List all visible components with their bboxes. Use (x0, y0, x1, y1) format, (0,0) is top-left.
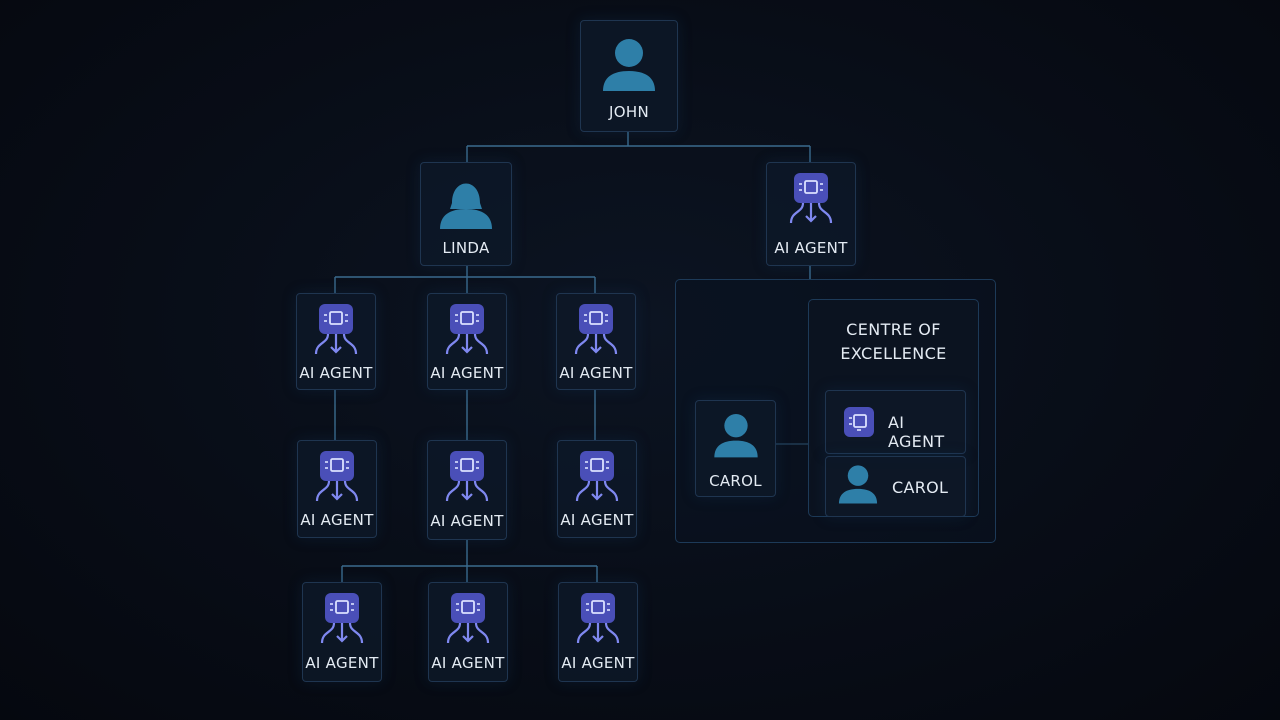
coe-item-carol[interactable]: CAROL (825, 456, 966, 517)
node-linda-label: LINDA (442, 239, 490, 257)
coe-item-ai-agent[interactable]: AI AGENT (825, 390, 966, 454)
ai-agent-icon (445, 304, 489, 355)
coe-title-line2: EXCELLENCE (840, 344, 947, 363)
agent-label: AI AGENT (305, 654, 379, 672)
node-john[interactable]: JOHN (580, 20, 678, 132)
agent-row3-left[interactable]: AI AGENT (302, 582, 382, 682)
ai-agent-icon (576, 593, 620, 644)
agent-row2-mid[interactable]: AI AGENT (427, 440, 507, 540)
agent-label: AI AGENT (431, 654, 505, 672)
node-carol[interactable]: CAROL (695, 400, 776, 497)
woman-icon (440, 183, 492, 229)
agent-row3-right[interactable]: AI AGENT (558, 582, 638, 682)
agent-row2-right[interactable]: AI AGENT (557, 440, 637, 538)
agent-label: AI AGENT (559, 364, 633, 382)
agent-label: AI AGENT (430, 512, 504, 530)
node-linda[interactable]: LINDA (420, 162, 512, 266)
agent-row1-left[interactable]: AI AGENT (296, 293, 376, 390)
agent-label: AI AGENT (300, 511, 374, 529)
ai-agent-icon (844, 407, 874, 437)
coe-item-ai-agent-label: AI AGENT (888, 413, 945, 451)
agent-label: AI AGENT (299, 364, 373, 382)
agent-label: AI AGENT (430, 364, 504, 382)
node-top-agent-label: AI AGENT (774, 239, 848, 257)
node-john-label: JOHN (609, 103, 649, 121)
agent-row3-mid[interactable]: AI AGENT (428, 582, 508, 682)
node-top-agent[interactable]: AI AGENT (766, 162, 856, 266)
coe-item-carol-label: CAROL (892, 478, 949, 497)
agent-label: AI AGENT (561, 654, 635, 672)
ai-agent-icon (574, 304, 618, 355)
ai-agent-icon (446, 593, 490, 644)
agent-row1-mid[interactable]: AI AGENT (427, 293, 507, 390)
person-icon (838, 465, 878, 504)
ai-agent-icon (320, 593, 364, 644)
person-icon (713, 414, 758, 458)
ai-agent-icon (789, 173, 833, 224)
person-icon (603, 39, 655, 91)
node-carol-label: CAROL (709, 472, 762, 490)
agent-row1-right[interactable]: AI AGENT (556, 293, 636, 390)
coe-title-line1: CENTRE OF (846, 320, 941, 339)
agent-row2-left[interactable]: AI AGENT (297, 440, 377, 538)
ai-agent-icon (314, 304, 358, 355)
ai-agent-icon (575, 451, 619, 502)
ai-agent-icon (315, 451, 359, 502)
ai-agent-icon (445, 451, 489, 502)
agent-label: AI AGENT (560, 511, 634, 529)
